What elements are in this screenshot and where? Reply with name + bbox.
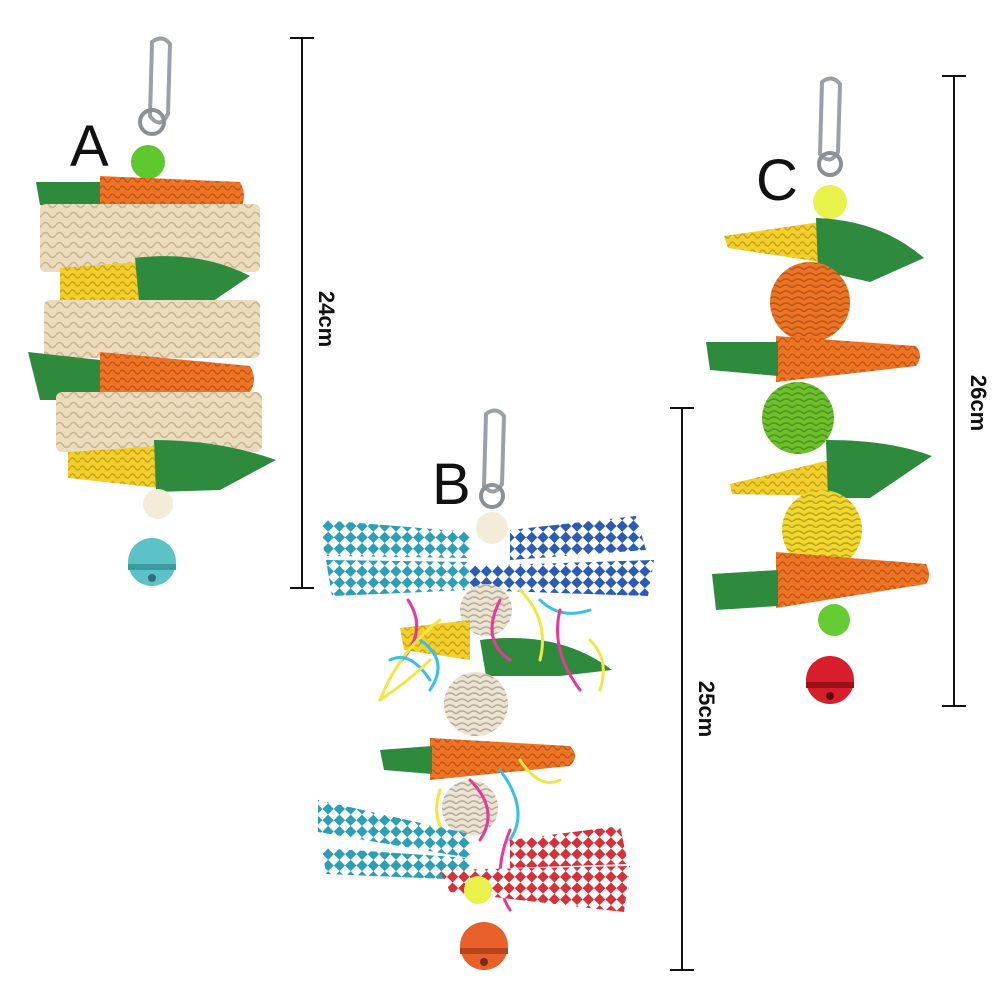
toy-b xyxy=(318,408,654,970)
bead-white-b xyxy=(476,512,508,544)
hook-c xyxy=(817,76,843,177)
bell-teal-a xyxy=(128,538,176,586)
hook-b xyxy=(479,408,507,509)
bead-white-a xyxy=(143,489,173,519)
bell-orange-b xyxy=(460,922,508,970)
toy-a xyxy=(28,36,276,586)
toy-c xyxy=(706,76,932,704)
toy-c-label: C xyxy=(756,148,798,213)
height-label-a: 24cm xyxy=(314,290,340,348)
bead-green-c xyxy=(818,604,850,636)
toy-a-label: A xyxy=(70,114,109,179)
bead-yellow-b xyxy=(464,876,492,904)
bell-red-c xyxy=(806,656,854,704)
dimension-line-a xyxy=(290,37,314,589)
height-label-b: 25cm xyxy=(694,680,720,738)
dimension-line-c xyxy=(942,75,966,707)
height-label-c: 26cm xyxy=(966,374,992,432)
toy-b-label: B xyxy=(432,452,471,517)
hook-a xyxy=(138,36,173,136)
bead-yellow-c xyxy=(813,185,847,219)
shredded-paper-b xyxy=(378,588,605,702)
bead-green-a xyxy=(131,145,165,179)
dimension-line-b xyxy=(670,407,694,971)
